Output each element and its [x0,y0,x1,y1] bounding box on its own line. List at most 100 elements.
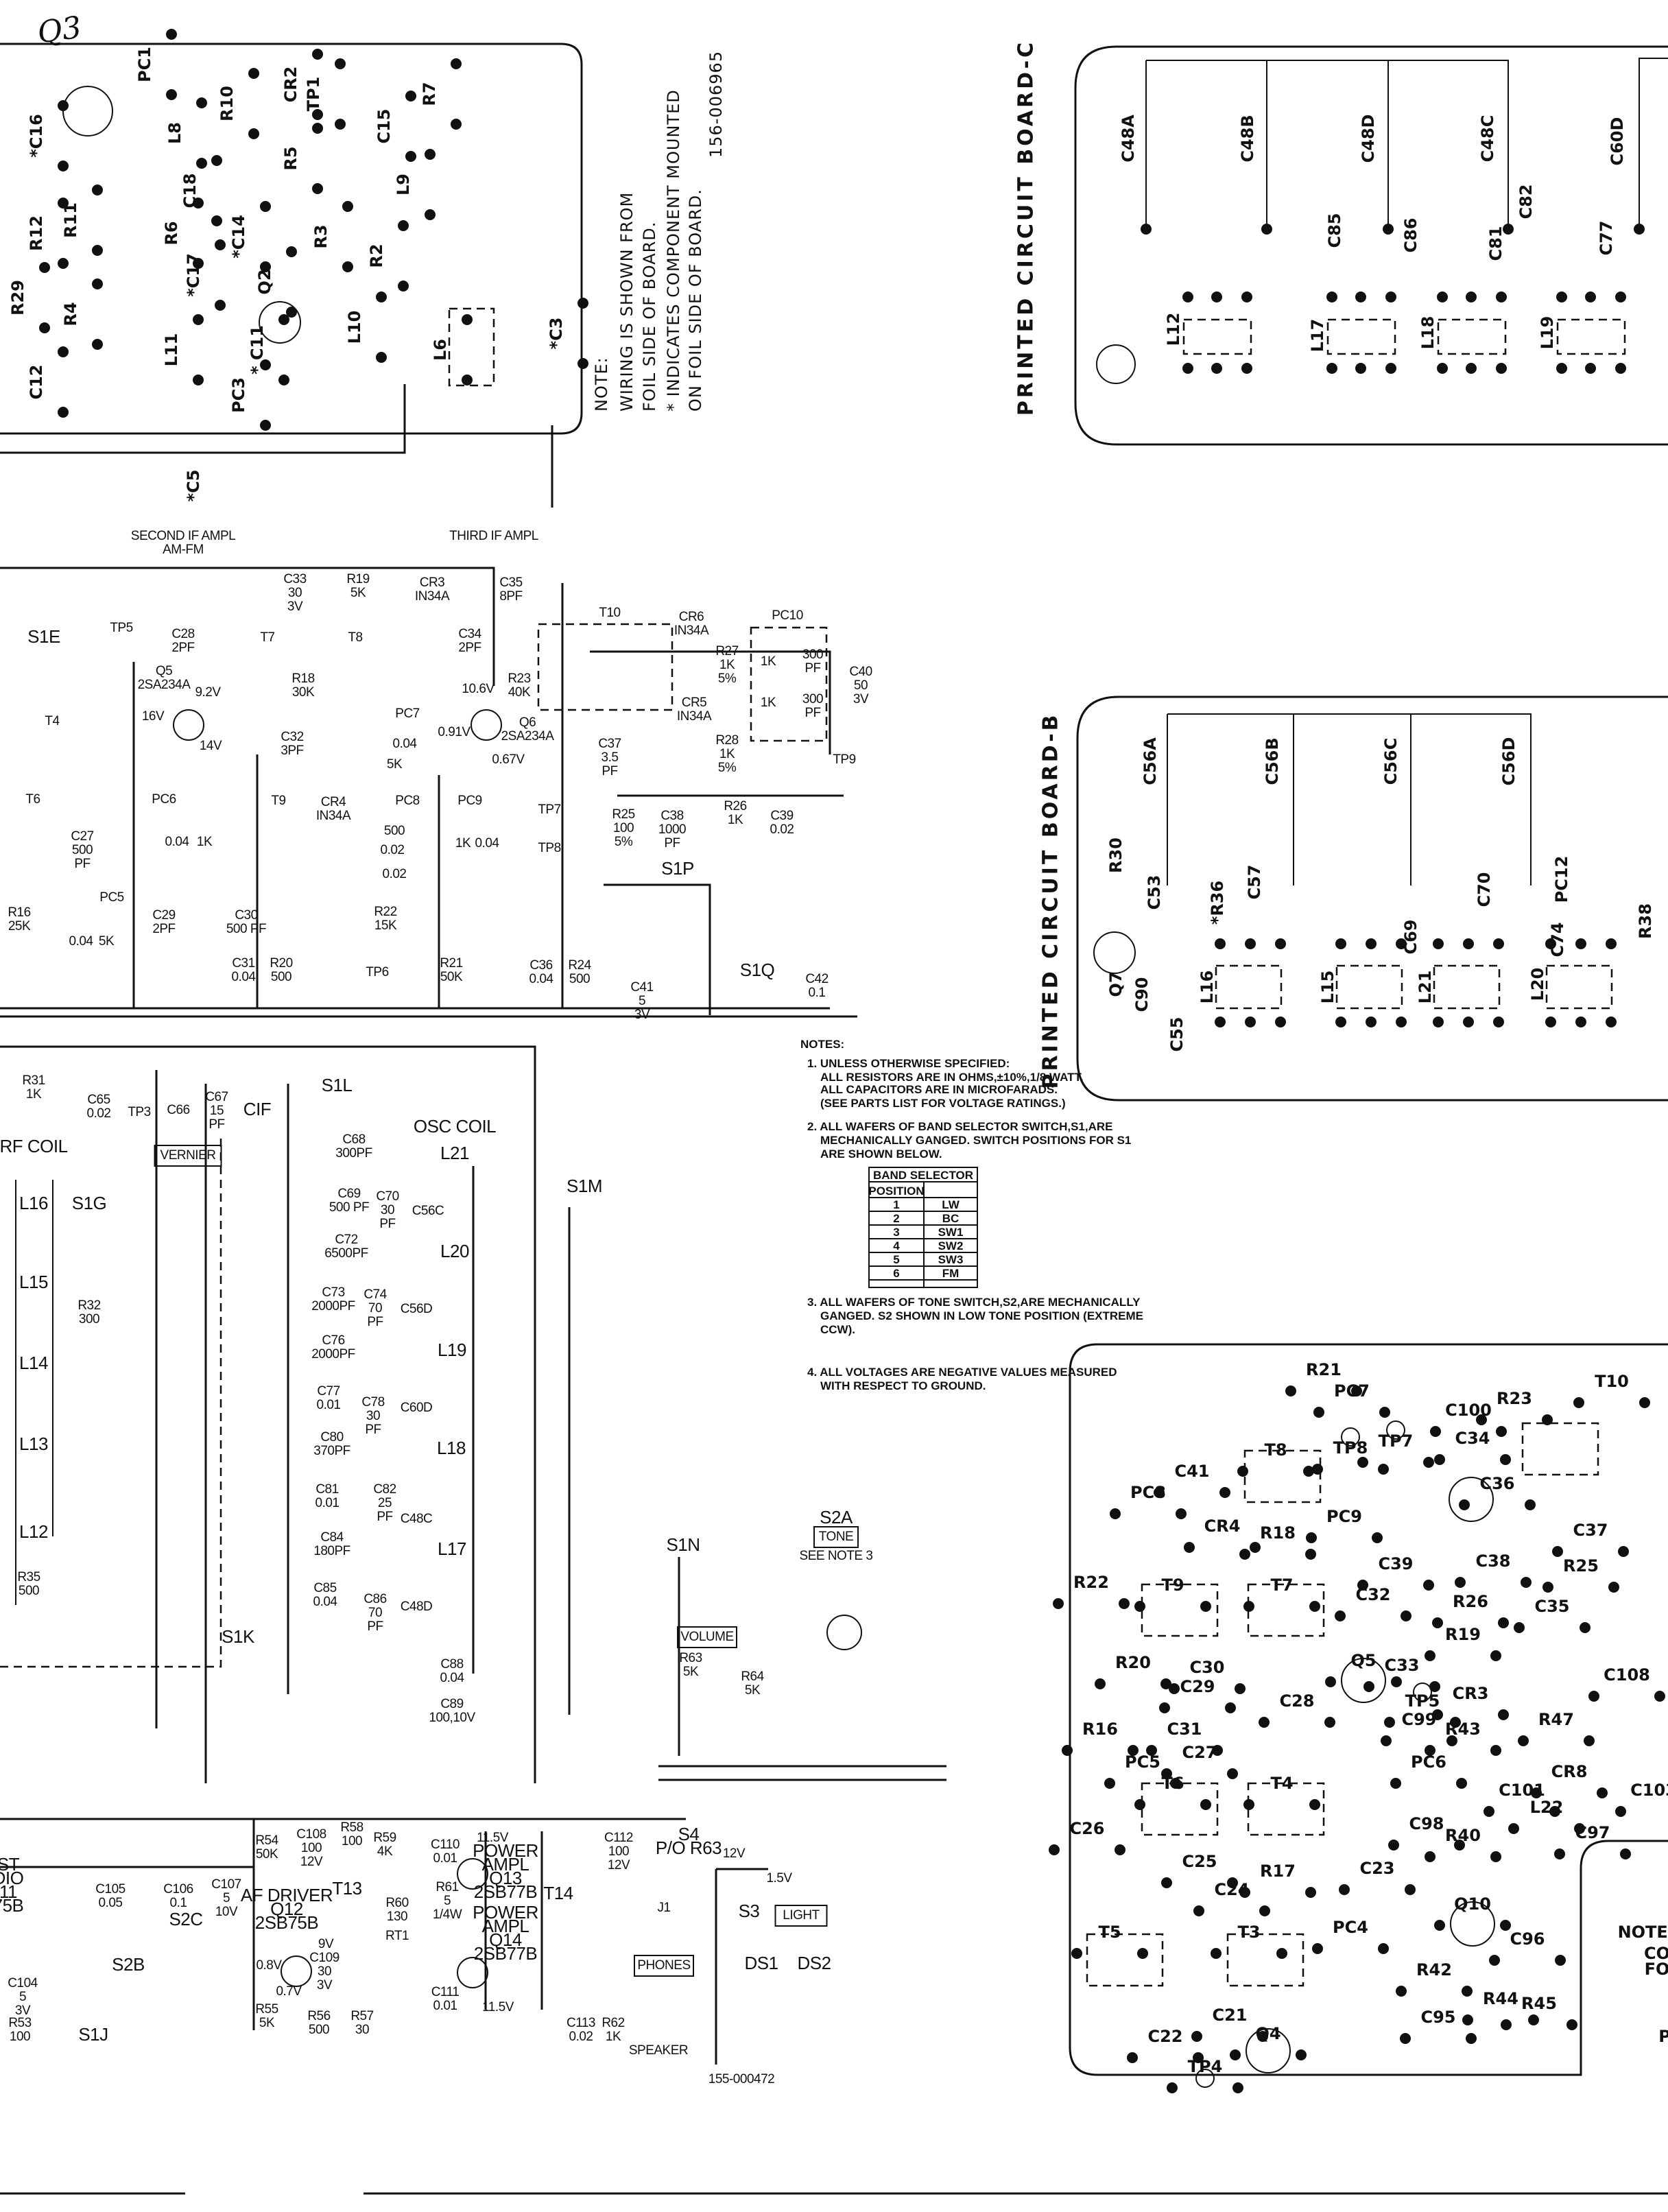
label-line: R20 [270,956,292,971]
solder-pad [193,258,204,269]
component-label: L17 [438,1538,466,1559]
component-label: C26 [1069,1819,1104,1838]
label-line: C109 [309,1951,339,1965]
solder-pad [335,58,346,69]
solder-pad [1326,292,1337,302]
label-line: C33 [283,572,306,586]
label-line: C35 [499,575,522,590]
solder-pad [335,119,346,130]
label-line: PF [805,706,820,720]
solder-pad [1161,1877,1172,1888]
solder-pad [92,185,103,195]
board-note-line: WIRING IS SHOWN FROM [617,192,636,412]
label-line: 16V [142,709,165,724]
solder-pad [1335,1016,1346,1027]
solder-pad [1462,1986,1473,1997]
transformer-shield [1141,1782,1219,1836]
component-label: C48A [1119,115,1138,163]
handwritten-annotation: Q3 [35,10,84,50]
label-line: 5K [350,586,366,600]
label-line: 5K [387,757,403,772]
label-line: 0.04 [69,934,94,949]
label-line: C78 [361,1395,384,1410]
solder-pad [1212,1745,1223,1756]
label-line: 0.05 [99,1896,123,1910]
solder-pad [39,262,50,273]
component-label: Q7 [1106,971,1125,997]
component-label: 0.04 [393,737,418,751]
label-line: L20 [440,1241,469,1261]
table-cell-band: SW3 [938,1253,964,1266]
table-title: BAND SELECTOR [873,1169,973,1182]
solder-pad [1053,1598,1064,1609]
label-line: 0.01 [317,1398,341,1412]
solder-pad [1654,1691,1665,1702]
label-line: 10V [215,1905,238,1919]
board-title: PRINTED CIRCUIT BOARD-C [1014,40,1038,416]
component-label: PC8 [395,794,419,808]
label-line: R59 [373,1831,396,1845]
table-cell-position: 3 [893,1226,899,1239]
transistor-outline [1449,1477,1494,1522]
board-c-trace [1145,58,1668,229]
solder-pad [1276,1948,1287,1959]
solder-pad [1355,292,1366,302]
solder-pad [1501,2019,1512,2030]
label-line: R31 [22,1073,45,1088]
label-line: 8PF [499,589,522,604]
solder-pad [1531,1787,1542,1798]
board-note-line: ON FOIL SIDE OF BOARD. [686,189,705,412]
component-label: T3 [1237,1923,1260,1942]
label-line: R19 [346,572,369,586]
label-line: TP7 [538,802,560,817]
label-line: S1K [222,1626,255,1647]
label-line: 2000PF [311,1299,355,1313]
component-label: R30 [1106,837,1125,873]
label-line: 1K [761,654,776,669]
component-label: 155-000472 [708,2072,774,2086]
component-label: R23 [1497,1389,1532,1408]
table-cell-position: 1 [893,1198,899,1211]
label-line: R61 [436,1880,458,1894]
solder-pad [1545,938,1556,949]
solder-pad [1400,2033,1411,2044]
solder-pad [1518,1735,1529,1746]
label-line: OSC COIL [414,1116,496,1137]
component-label: C81 [1486,226,1505,261]
component-label: R19 [1445,1625,1481,1644]
component-label: C57 [1245,864,1264,899]
label-line: R25 [612,807,634,822]
solder-pad [398,220,409,231]
solder-pad [1211,292,1222,302]
label-line: C113 [567,2016,595,2030]
solder-pad [1095,1678,1106,1689]
solder-pad [1161,1768,1172,1779]
label-line: 50K [256,1847,278,1862]
coil-shield [1556,318,1626,355]
label-line: L21 [440,1143,469,1163]
transistor-outline [1450,1901,1495,1947]
component-label: C48B [1238,115,1257,162]
label-line: S2A [820,1507,853,1527]
solder-pad [312,123,323,134]
solder-pad [1049,1844,1060,1855]
label-line: C42 [805,972,828,986]
solder-pad [1245,1016,1256,1027]
solder-pad [1160,1678,1171,1689]
component-label: C25 [1182,1852,1217,1871]
component-label: C96 [1510,1929,1545,1949]
label-line: L15 [19,1272,48,1292]
component-label: R12 [27,215,46,251]
solder-pad [1496,1426,1507,1437]
component-label: C108 [1604,1665,1650,1685]
